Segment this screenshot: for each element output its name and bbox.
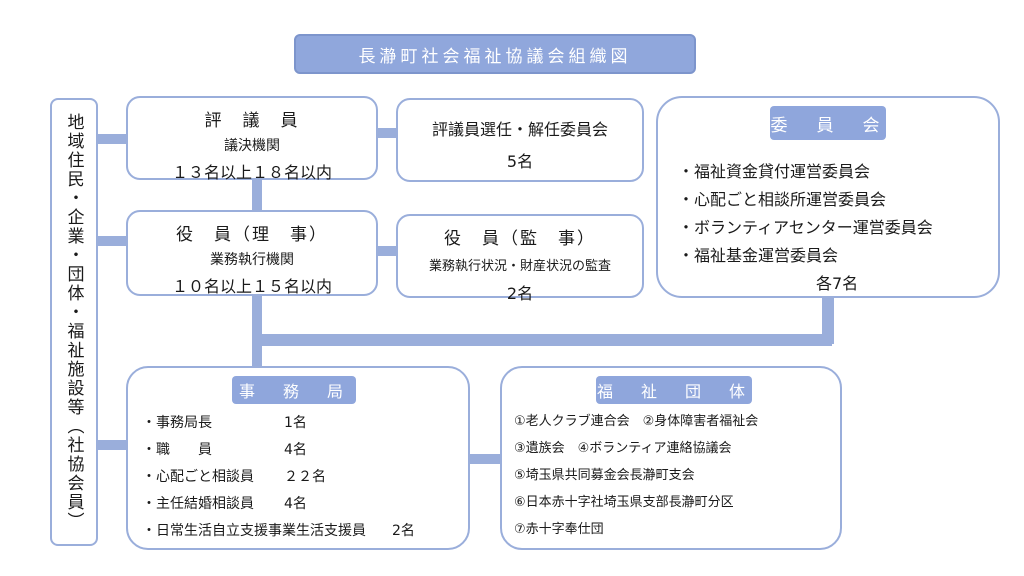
- connector-committees-down: [822, 298, 834, 344]
- connector-members-directors: [98, 236, 126, 246]
- committee-item: ・福祉基金運営委員会: [678, 246, 839, 265]
- members-label: 地域住民・企業・団体・福祉施設等（社協会員）: [63, 113, 84, 531]
- committees-heading: 委 員 会: [770, 106, 886, 140]
- welfare-groups-heading: 福 祉 団 体: [596, 376, 752, 404]
- auditors-count: 2名: [506, 284, 534, 303]
- directors-role: 業務執行機関: [210, 252, 294, 268]
- secretariat-row: ・事務局長 1名: [142, 408, 415, 435]
- auditors-box: 役 員（監 事） 業務執行状況・財産状況の監査 2名: [396, 214, 644, 303]
- secretariat-heading-text: 事 務 局: [238, 382, 349, 401]
- council-box: 評 議 員 議決機関 １３名以上１８名以内: [126, 96, 378, 182]
- secretariat-row-label: ・日常生活自立支援事業生活支援員: [142, 522, 366, 539]
- secretariat-list: ・事務局長 1名 ・職 員 4名 ・心配ごと相談員 ２２名 ・主任結婚相談員 4…: [142, 408, 415, 543]
- directors-count: １０名以上１５名以内: [171, 277, 332, 296]
- secretariat-row-label: ・主任結婚相談員: [142, 495, 254, 512]
- connector-members-secretariat: [98, 440, 126, 450]
- connector-horizontal-main: [252, 334, 832, 346]
- secretariat-row: ・職 員 4名: [142, 435, 415, 462]
- secretariat-row: ・日常生活自立支援事業生活支援員 2名: [142, 516, 415, 543]
- secretariat-heading: 事 務 局: [232, 376, 356, 404]
- secretariat-row-count: 4名: [284, 495, 307, 512]
- council-role: 議決機関: [224, 138, 280, 154]
- secretariat-row-label: ・事務局長: [142, 414, 212, 431]
- chart-title-text: 長瀞町社会福祉協議会組織図: [358, 46, 632, 67]
- directors-box: 役 員（理 事） 業務執行機関 １０名以上１５名以内: [126, 210, 378, 296]
- connector-directors-down: [252, 296, 262, 368]
- council-committee-count: 5名: [506, 152, 534, 171]
- directors-name: 役 員（理 事）: [176, 225, 328, 245]
- welfare-group-item: ⑥日本赤十字社埼玉県支部長瀞町分区: [514, 495, 734, 510]
- secretariat-row-count: 1名: [284, 414, 307, 431]
- connector-council-directors: [252, 180, 262, 210]
- connector-council-committee: [378, 128, 396, 138]
- chart-title: 長瀞町社会福祉協議会組織図: [294, 34, 696, 74]
- connector-secretariat-groups: [470, 454, 500, 464]
- welfare-group-item: ⑦赤十字奉仕団: [514, 522, 604, 537]
- committees-list: ・福祉資金貸付運営委員会 ・心配ごと相談所運営委員会 ・ボランティアセンター運営…: [678, 158, 933, 270]
- welfare-groups-list: ①老人クラブ連合会 ②身体障害者福祉会 ③遺族会 ④ボランティア連絡協議会 ⑤埼…: [514, 408, 758, 543]
- committees-box: 委 員 会 ・福祉資金貸付運営委員会 ・心配ごと相談所運営委員会 ・ボランティア…: [656, 96, 1000, 298]
- welfare-group-item: ⑤埼玉県共同募金会長瀞町支会: [514, 468, 695, 483]
- auditors-role: 業務執行状況・財産状況の監査: [428, 259, 611, 274]
- committees-count: 各7名: [816, 274, 859, 293]
- committee-item: ・ボランティアセンター運営委員会: [678, 218, 933, 237]
- connector-directors-auditors: [378, 246, 396, 256]
- secretariat-box: 事 務 局 ・事務局長 1名 ・職 員 4名 ・心配ごと相談員 ２２名 ・主任結…: [126, 366, 470, 550]
- secretariat-row-label: ・職 員: [142, 441, 212, 458]
- welfare-groups-heading-text: 福 祉 団 体: [596, 382, 751, 401]
- secretariat-row-count: 2名: [392, 522, 415, 539]
- secretariat-row-label: ・心配ごと相談員: [142, 468, 254, 485]
- secretariat-row-count: ２２名: [284, 468, 326, 485]
- welfare-groups-box: 福 祉 団 体 ①老人クラブ連合会 ②身体障害者福祉会 ③遺族会 ④ボランティア…: [500, 366, 842, 550]
- committee-item: ・福祉資金貸付運営委員会: [678, 162, 871, 181]
- council-committee-box: 評議員選任・解任委員会 5名: [396, 98, 644, 182]
- secretariat-row: ・心配ごと相談員 ２２名: [142, 462, 415, 489]
- council-count: １３名以上１８名以内: [171, 163, 332, 182]
- welfare-group-item: ③遺族会 ④ボランティア連絡協議会: [514, 441, 732, 456]
- secretariat-row: ・主任結婚相談員 4名: [142, 489, 415, 516]
- connector-members-council: [98, 134, 126, 144]
- secretariat-row-count: 4名: [284, 441, 307, 458]
- committees-heading-text: 委 員 会: [770, 115, 886, 136]
- council-committee-name: 評議員選任・解任委員会: [431, 120, 608, 139]
- auditors-name: 役 員（監 事）: [444, 229, 596, 249]
- members-box: 地域住民・企業・団体・福祉施設等（社協会員）: [50, 98, 98, 546]
- committee-item: ・心配ごと相談所運営委員会: [678, 190, 887, 209]
- council-name: 評 議 員: [204, 111, 300, 131]
- welfare-group-item: ①老人クラブ連合会 ②身体障害者福祉会: [514, 414, 759, 429]
